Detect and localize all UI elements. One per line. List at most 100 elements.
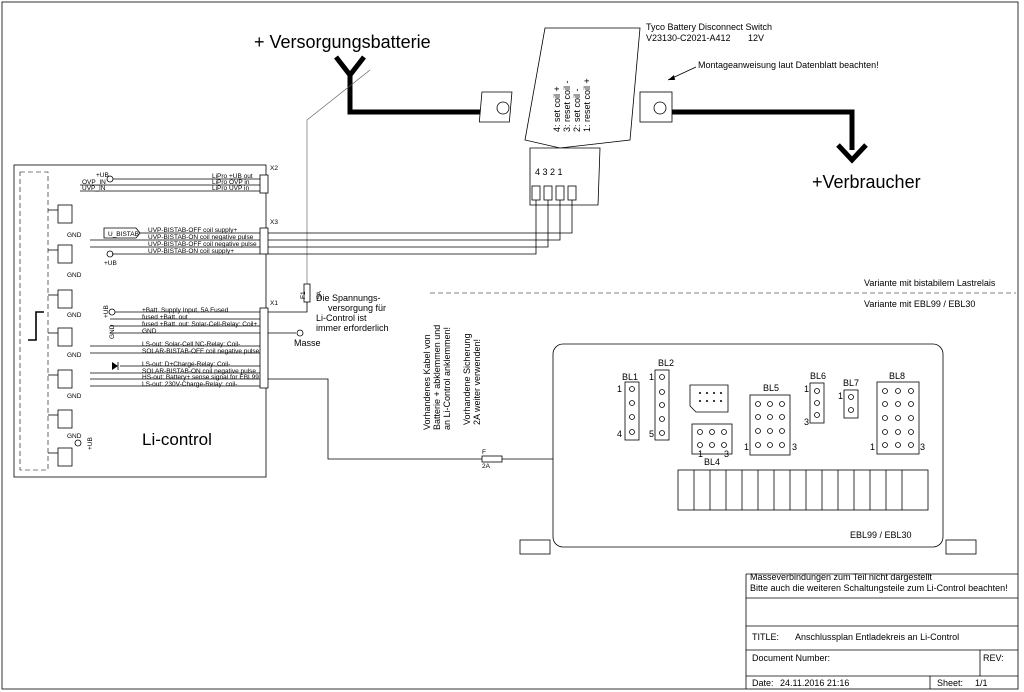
x2-label: X2: [270, 165, 278, 172]
title-value: Anschlussplan Entladekreis an Li-Control: [795, 632, 959, 642]
svg-text:1: 1: [649, 372, 654, 382]
transistor-stack: [48, 204, 73, 467]
titleblock-note-1: Masseverbindungen zum Teil nicht dargest…: [750, 572, 932, 582]
bottom-ub-label: +UB: [87, 437, 94, 450]
ebl-sense-wire: [268, 378, 482, 460]
sheet-value: 1/1: [975, 678, 988, 688]
montage-arrow: [668, 75, 675, 80]
masse-terminal: [296, 329, 304, 337]
x1-signal-labels: +Batt. Supply Input, 5A Fused fused +Bat…: [142, 307, 260, 388]
switch-voltage: 12V: [748, 33, 764, 43]
svg-text:3: 3: [804, 417, 809, 427]
variant-top-label: Variante mit bistabilem Lastrelais: [864, 278, 996, 288]
x3-connector: [259, 227, 269, 255]
x1-connector: [259, 307, 269, 389]
cable-note: Vorhandenes Kabel von Batterie + abklemm…: [422, 325, 452, 430]
fuse2-note: Vorhandene Sicherung 2A weiter verwenden…: [462, 333, 482, 425]
bl8-label: BL8: [889, 371, 905, 381]
coil-pin-1: 1: reset coil +: [582, 78, 592, 132]
gnd-label: GND: [67, 272, 82, 279]
svg-text:4: 4: [617, 429, 622, 439]
fuse-note-1: Die Spannungs-: [316, 293, 381, 303]
x1-right-1: fused +Batt. out: [142, 314, 188, 321]
svg-text:1: 1: [838, 391, 843, 401]
date-value: 24.11.2016 21:16: [780, 678, 849, 688]
bl7-label: BL7: [843, 378, 859, 388]
gnd-label: GND: [67, 433, 82, 440]
gnd-label: GND: [67, 312, 82, 319]
connector-pin-numbers: 4 3 2 1: [535, 167, 563, 177]
docnum-label: Document Number:: [752, 653, 830, 663]
x2-left-uvp: UVP_IN: [82, 185, 106, 192]
consumer-cable: [660, 109, 868, 164]
title-block: [745, 573, 1018, 689]
bl6-label: BL6: [810, 371, 826, 381]
x1-right-4: LS-out: Solar-Cell NC-Relay: Coil-: [142, 341, 240, 348]
x1-right-7: SOLAR-BISTAB-ON coil negative pulse: [142, 368, 256, 375]
x1-ub-label: +UB: [103, 305, 110, 318]
cable-note-1: Vorhandenes Kabel von: [422, 334, 432, 430]
fuse-5a-label: 5A: [316, 290, 323, 299]
montage-note: Montageanweisung laut Datenblatt beachte…: [698, 60, 879, 70]
svg-text:1: 1: [617, 384, 622, 394]
x1-gnd-label: GND: [109, 324, 116, 339]
fuse-note-3: Li-Control ist: [316, 313, 367, 323]
x2-right-2: LiPro UVP in: [212, 185, 249, 192]
fuse-f1-label: F1: [300, 291, 307, 299]
svg-text:1: 1: [804, 384, 809, 394]
switch-name: Tyco Battery Disconnect Switch: [646, 22, 772, 32]
x2-left-ovp: OVP_IN: [82, 179, 106, 186]
rev-label: REV:: [983, 653, 1004, 663]
consumer-plus-label: +Verbraucher: [812, 172, 921, 192]
x3-right-0: UVP-BISTAB-OFF coil supply+: [148, 227, 237, 234]
fuse-note-2: versorgung für: [328, 303, 386, 313]
gnd-label: GND: [67, 393, 82, 400]
fuse2-f-label: F: [482, 449, 486, 456]
fuse2-note-1: Vorhandene Sicherung: [462, 333, 472, 425]
date-label: Date:: [752, 678, 774, 688]
x3-right-3: UVP-BISTAB-ON coil supply+: [148, 248, 234, 255]
x1-wires: [90, 311, 260, 387]
pulse-symbol: [28, 311, 44, 341]
coil-pin-2: 2: set coil -: [572, 88, 582, 132]
titleblock-note-2: Bitte auch die weiteren Schaltungsteile …: [750, 583, 1008, 593]
x1-right-5: SOLAR-BISTAB-OFF coil negative pulse: [142, 348, 260, 355]
x1-label: X1: [270, 300, 278, 307]
battery-plus-label: + Versorgungsbatterie: [254, 32, 431, 52]
bl4-label: BL4: [704, 457, 720, 467]
x3-ub-label: +UB: [104, 260, 117, 267]
coil-pin-4: 4: set coil +: [552, 86, 562, 132]
fuse-2a: [481, 455, 503, 463]
sheet-label: Sheet:: [937, 678, 963, 688]
tyco-switch: [478, 27, 673, 252]
x1-right-6: LS-out: D+Charge-Relay: Coil-: [142, 361, 230, 368]
x3-label: X3: [270, 219, 278, 226]
fuse-f1-wire: [268, 302, 308, 313]
x1-right-9: LS-out: 230V-Charge-Relay: coil-: [142, 381, 237, 388]
svg-text:3: 3: [920, 442, 925, 452]
li-control-inner-dash: [19, 171, 49, 471]
x1-right-2: fused +Batt. out: Solar-Cell-Relay: Coil…: [142, 321, 257, 328]
x1-right-0: +Batt. Supply Input, 5A Fused: [142, 307, 229, 314]
x3-ubistab-tag: [103, 227, 141, 239]
coil-pin-labels: 4: set coil + 3: reset coil - 2: set coi…: [552, 78, 592, 132]
svg-text:5: 5: [649, 429, 654, 439]
svg-text:1: 1: [698, 449, 703, 459]
gnd-labels: GND GND GND GND GND GND: [67, 232, 82, 440]
title-label: TITLE:: [752, 632, 779, 642]
battery-cable: [334, 55, 505, 115]
x2-left-ub: +UB: [96, 172, 109, 179]
svg-text:3: 3: [792, 442, 797, 452]
x2-right-1: LiPro OVP in: [212, 179, 250, 186]
x3-right-2: UVP-BISTAB-OFF coil negative pulse: [148, 241, 257, 248]
x3-ubistab: U_BISTAB: [108, 231, 139, 238]
x1-right-3: GND: [142, 328, 157, 335]
svg-text:3: 3: [724, 449, 729, 459]
fuse2-note-2: 2A weiter verwenden!: [472, 339, 482, 425]
x2-connector: [259, 174, 269, 194]
coil-pin-3: 3: reset coil -: [562, 80, 572, 132]
cable-note-2: Batterie + abklemmen und: [432, 325, 442, 430]
masse-label: Masse: [294, 338, 321, 348]
